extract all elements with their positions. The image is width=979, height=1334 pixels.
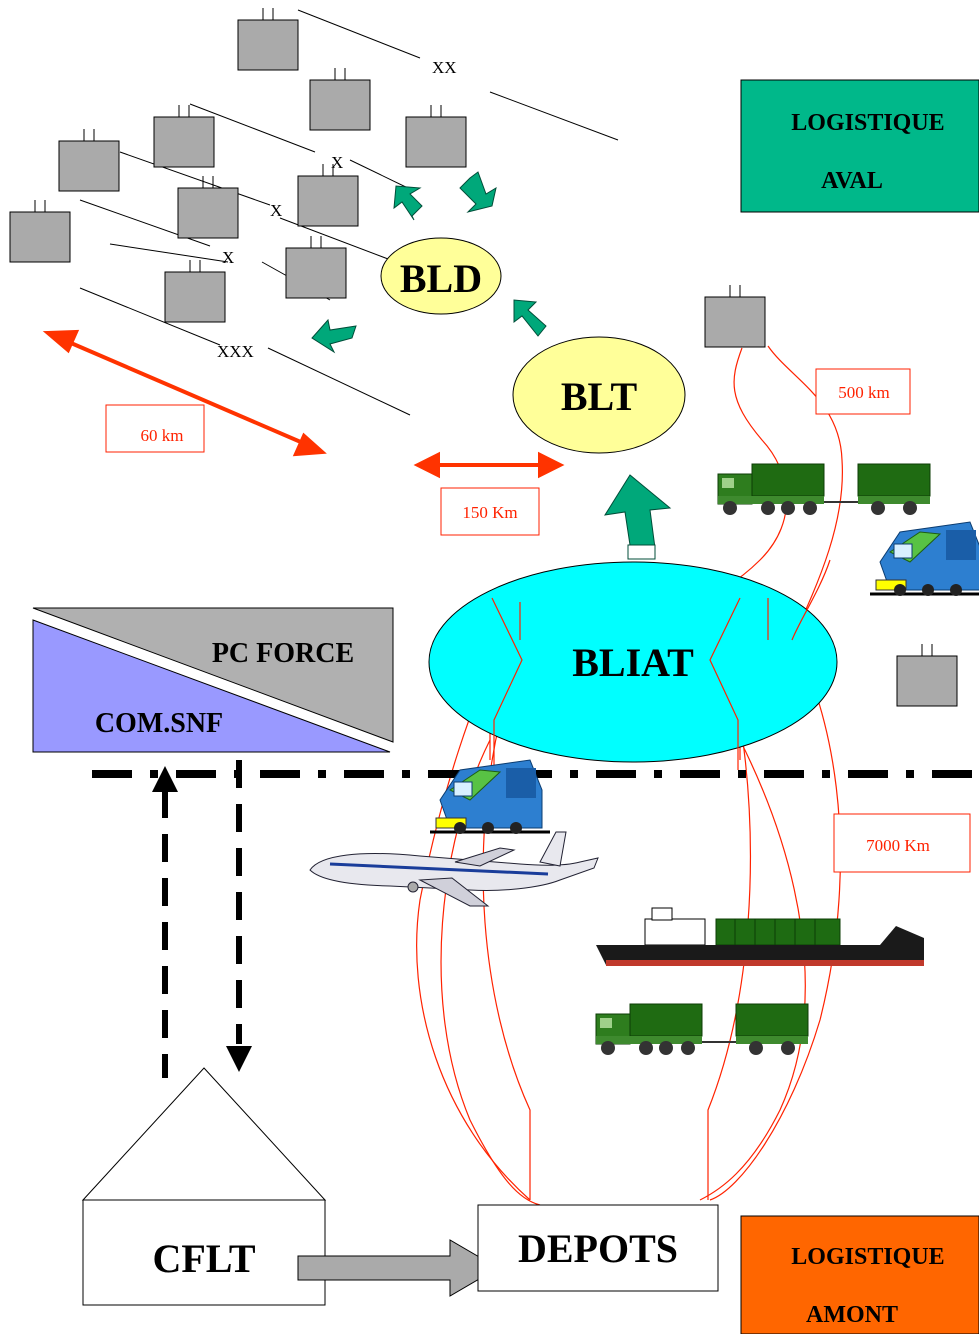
supply-arrow	[311, 318, 357, 354]
cflt-building: CFLT	[81, 1067, 327, 1306]
bliat-node: BLIAT	[428, 561, 838, 763]
down-arrowhead	[226, 1046, 252, 1072]
logistique-aval-line1: LOGISTIQUE	[791, 110, 944, 136]
bliat-label: BLIAT	[572, 640, 694, 685]
distance-60km: 60 km	[105, 404, 205, 453]
truck-icon	[717, 463, 931, 516]
train-icon	[868, 520, 979, 598]
arrowhead	[292, 432, 327, 457]
arrowhead	[538, 451, 565, 479]
blt-label: BLT	[561, 374, 638, 419]
bld-label: BLD	[400, 256, 482, 301]
command-arrows	[162, 760, 242, 1078]
supply-arrow	[393, 185, 423, 221]
echelon-x: X	[331, 153, 343, 172]
pc-force-label: PC FORCE	[212, 638, 354, 669]
distance-label: 60 km	[141, 426, 184, 445]
plane-icon	[309, 831, 599, 907]
bld-node: BLD	[380, 237, 502, 315]
unit-box	[153, 104, 215, 168]
cflt-label: CFLT	[152, 1236, 255, 1281]
distance-7000km: 7000 Km	[833, 813, 971, 873]
arrowhead	[413, 451, 440, 479]
flow-arrow	[297, 1239, 499, 1297]
logistique-amont-line1: LOGISTIQUE	[791, 1244, 944, 1270]
com-snf-label: COM.SNF	[95, 708, 223, 739]
logistique-amont-line2: AMONT	[806, 1302, 898, 1328]
bliat-flow-arrows	[491, 559, 831, 770]
unit-box	[896, 643, 958, 707]
unit-box	[704, 284, 766, 348]
echelon-x: X	[270, 201, 282, 220]
unit-box	[177, 175, 239, 239]
distance-label: 7000 Km	[866, 836, 930, 855]
distance-label: 500 km	[838, 383, 889, 402]
unit-box	[9, 199, 71, 263]
arrowhead	[42, 329, 80, 354]
truck-icon	[595, 1003, 809, 1056]
distance-label: 150 Km	[462, 503, 517, 522]
logistique-aval-line2: AVAL	[821, 168, 883, 194]
ship-icon	[596, 907, 924, 966]
distance-500km: 500 km	[815, 368, 911, 415]
unit-box	[58, 128, 120, 192]
supply-arrow-large	[604, 474, 672, 549]
teal-arrows	[311, 171, 672, 560]
unit-box	[285, 235, 347, 299]
echelon-x: X	[222, 248, 234, 267]
supply-arrow	[459, 171, 497, 213]
unit-box	[405, 104, 467, 168]
echelon-markers: XX X X X XXX	[217, 58, 457, 361]
distance-150km: 150 Km	[440, 487, 540, 536]
depots-label: DEPOTS	[518, 1226, 678, 1271]
unit-box	[297, 163, 359, 227]
com-snf-triangle	[32, 619, 391, 753]
unit-box	[164, 259, 226, 323]
unit-box	[237, 7, 299, 71]
unit-box	[309, 67, 371, 131]
echelon-xxx: XXX	[217, 342, 254, 361]
supply-arrow	[513, 299, 547, 337]
pc-force-triangle	[32, 607, 394, 743]
arrow-base	[627, 544, 656, 560]
blt-node: BLT	[512, 336, 686, 454]
logistique-amont-box: LOGISTIQUE AMONT	[740, 1215, 979, 1334]
logistique-aval-box: LOGISTIQUE AVAL	[740, 79, 979, 213]
depots-box: DEPOTS	[477, 1204, 719, 1292]
command-block: PC FORCE COM.SNF	[32, 607, 394, 753]
distance-arrows	[42, 329, 565, 479]
up-arrowhead	[152, 766, 178, 792]
echelon-xx: XX	[432, 58, 457, 77]
